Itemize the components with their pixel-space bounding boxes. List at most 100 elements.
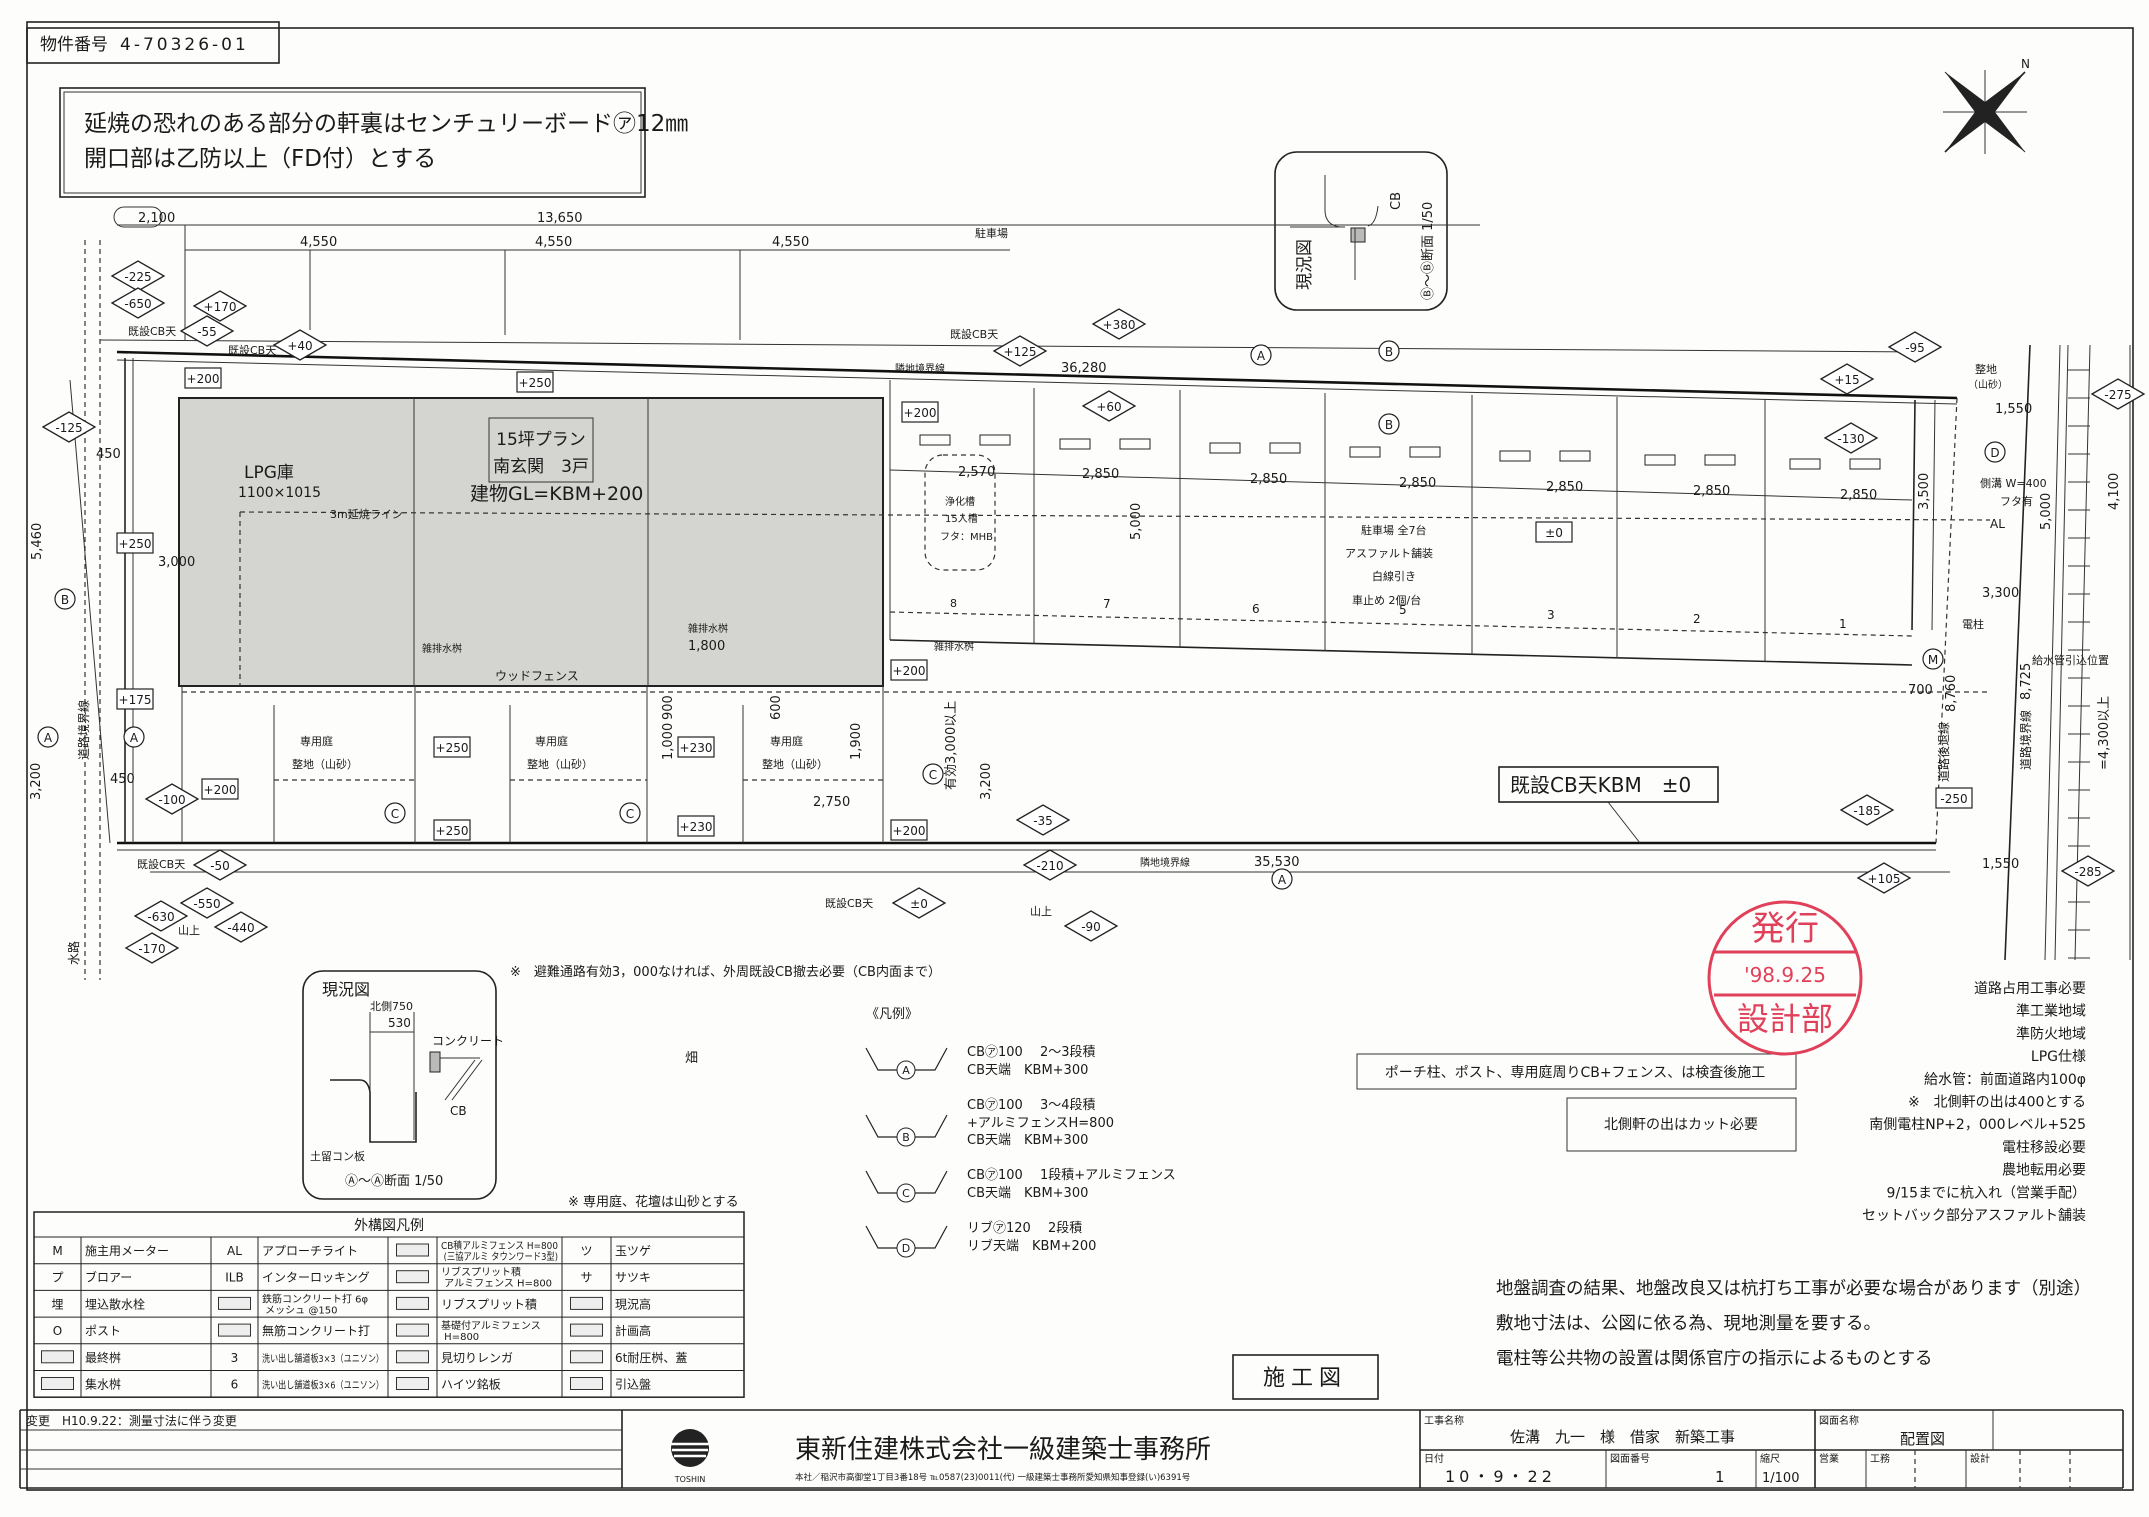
level-marker: -210 bbox=[1022, 849, 1078, 881]
legend-label: リブスプリット積 アルミフェンス H=800 bbox=[441, 1266, 552, 1290]
evacuation-note: ※ 避難通路有効3，000なければ、外周既設CB撤去必要（CB内面まで） bbox=[510, 964, 941, 980]
building-footprint bbox=[178, 397, 1991, 687]
plan-label: 駐車場 全7台 bbox=[1361, 523, 1427, 537]
level-value: -210 bbox=[1036, 859, 1063, 873]
wheel-stop bbox=[1499, 450, 1531, 462]
level-marker: -35 bbox=[1015, 804, 1071, 836]
right-note: 電柱移設必要 bbox=[2002, 1140, 2086, 1156]
dimension-label: 4,550 bbox=[535, 235, 572, 250]
plan-type: 15坪プラン bbox=[496, 430, 586, 450]
bottom-notes: 地盤調査の結果、地盤改良又は杭打ち工事が必要な場合があります（別途）敷地寸法は、… bbox=[1496, 1279, 2091, 1369]
planned-level-box: +250 bbox=[433, 736, 471, 758]
section-marker: C bbox=[922, 763, 944, 785]
level-marker: -90 bbox=[1063, 910, 1119, 942]
title-block: 変更 H10.9.22：測量寸法に伴う変更 TOSHIN 東新住建株式会社一級建… bbox=[19, 1409, 2124, 1489]
section-marker: D bbox=[1984, 441, 2006, 463]
right-note: 道路占用工事必要 bbox=[1974, 981, 2086, 997]
road-gutter-steps bbox=[2068, 369, 2090, 959]
wheel-stop bbox=[1269, 442, 1301, 454]
plan-label: 電柱 bbox=[1962, 617, 1984, 631]
plan-label: 3m延焼ライン bbox=[330, 508, 403, 521]
section-aa-concrete: コンクリート bbox=[432, 1034, 504, 1048]
legend-table-title: 外構図凡例 bbox=[354, 1218, 424, 1234]
level-marker: -55 bbox=[179, 315, 235, 347]
planned-level-box: +200 bbox=[901, 401, 939, 423]
level-value: +200 bbox=[187, 372, 220, 386]
dimension-label: 2,850 bbox=[1399, 476, 1436, 491]
legend-symbol: O bbox=[53, 1324, 62, 1338]
dimension-label: 1,550 bbox=[1982, 857, 2019, 872]
legend-symbol: 6 bbox=[231, 1378, 239, 1392]
legend-symbol-icon bbox=[218, 1296, 251, 1310]
level-marker: -185 bbox=[1839, 794, 1895, 826]
legend-label: リブスプリット積 bbox=[441, 1296, 537, 1311]
legend-symbol-icon bbox=[396, 1323, 429, 1337]
dimension-label-vertical: 600 bbox=[769, 695, 784, 720]
level-marker: -275 bbox=[2090, 378, 2146, 410]
construction-drawing-stamp: 施工図 bbox=[1232, 1354, 1379, 1400]
legend-symbol-icon bbox=[570, 1377, 603, 1390]
level-marker: -285 bbox=[2060, 855, 2116, 887]
septic-tank bbox=[924, 454, 996, 571]
dimension-label: 450 bbox=[110, 772, 135, 787]
dimension-label: 2,850 bbox=[1082, 467, 1119, 482]
plan-label: アスファルト舗装 bbox=[1345, 546, 1433, 560]
level-value: +230 bbox=[680, 820, 713, 834]
level-value: +200 bbox=[904, 406, 937, 420]
right-note: 農地転用必要 bbox=[2002, 1163, 2086, 1179]
right-note: 給水管：前面道路内100φ bbox=[1924, 1071, 2086, 1088]
dimension-label: 2,750 bbox=[813, 795, 850, 810]
issue-stamp: 発行 '98.9.25 設計部 bbox=[1707, 900, 1863, 1056]
company-logo: TOSHIN bbox=[671, 1429, 709, 1484]
fence-symbol: A bbox=[902, 1064, 910, 1077]
level-value: +15 bbox=[1834, 373, 1859, 387]
stamp-bottom: 設計部 bbox=[1737, 1000, 1833, 1038]
dimension-label: 700 bbox=[1908, 683, 1933, 698]
fence-spec: CB㋐100 1段積+アルミフェンス bbox=[967, 1168, 1176, 1183]
dimension-label-vertical: 4,100 bbox=[2107, 473, 2122, 510]
legend-label: サツキ bbox=[615, 1271, 651, 1285]
planned-level-box: +250 bbox=[516, 371, 554, 393]
private-gardens bbox=[181, 686, 1990, 843]
dimension-label: 450 bbox=[96, 447, 121, 462]
section-bb-title: 現況図 bbox=[1295, 239, 1315, 290]
legend-symbol: ツ bbox=[580, 1244, 592, 1258]
plan-label: 8 bbox=[950, 597, 957, 610]
plan-label: ウッドフェンス bbox=[495, 669, 579, 683]
boundary-label-vertical: 道路境界線 bbox=[76, 700, 91, 760]
level-value: -275 bbox=[2104, 388, 2131, 402]
right-note: 準工業地域 bbox=[2016, 1004, 2086, 1020]
level-value: -630 bbox=[147, 910, 174, 924]
change-log-entry: 変更 H10.9.22：測量寸法に伴う変更 bbox=[26, 1413, 237, 1428]
level-marker: +15 bbox=[1819, 363, 1875, 395]
left-waterway bbox=[69, 240, 111, 980]
legend-symbol: M bbox=[52, 1244, 62, 1258]
wheel-stop bbox=[1789, 458, 1821, 470]
level-value: +250 bbox=[436, 824, 469, 838]
boundary-label-vertical: 道路後退線 bbox=[1936, 722, 1951, 782]
marker-letter: C bbox=[391, 807, 399, 821]
legend-symbol-icon bbox=[570, 1350, 603, 1364]
legend-symbol-icon bbox=[41, 1350, 74, 1364]
legend-label: 最終桝 bbox=[85, 1350, 121, 1365]
plan-label: 既設CB天 bbox=[128, 324, 176, 338]
plan-label: 5 bbox=[1399, 603, 1407, 617]
plan-label: 6 bbox=[1252, 602, 1260, 616]
level-value: -550 bbox=[193, 897, 220, 911]
date-label: 日付 bbox=[1424, 1452, 1444, 1465]
plan-label: （山砂） bbox=[1968, 378, 2008, 391]
plan-label: 隣地境界線 bbox=[895, 362, 945, 375]
stamp-top: 発行 bbox=[1751, 909, 1819, 949]
marker-letter: C bbox=[929, 768, 937, 782]
legend-symbol-icon bbox=[396, 1270, 429, 1284]
stamp-date: '98.9.25 bbox=[1744, 963, 1826, 987]
fence-spec: +アルミフェンスH=800 bbox=[967, 1116, 1114, 1131]
dimension-label-vertical: =4,300以上 bbox=[2097, 696, 2112, 770]
marker-letter: B bbox=[1385, 345, 1393, 359]
